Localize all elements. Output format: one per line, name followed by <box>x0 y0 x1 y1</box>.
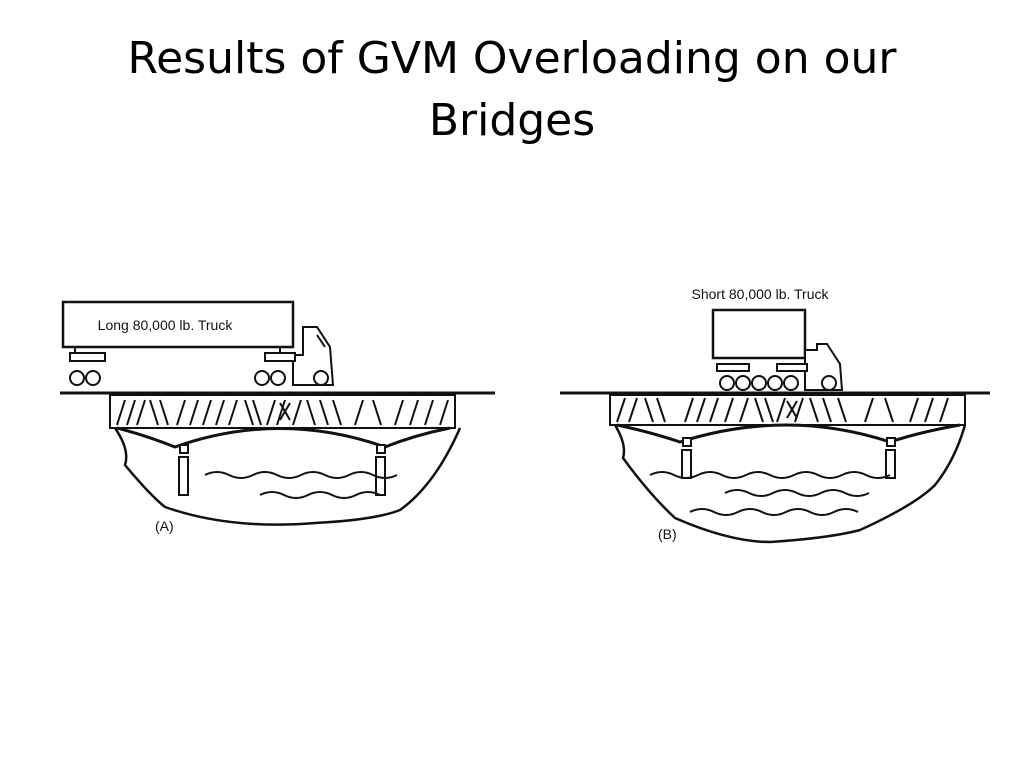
riverbank <box>613 424 967 544</box>
water <box>649 471 891 479</box>
truck-cab <box>804 343 844 391</box>
wheel <box>85 370 101 386</box>
water <box>204 471 398 479</box>
pier <box>682 437 692 447</box>
slide-title: Results of GVM Overloading on our Bridge… <box>60 28 964 152</box>
bridge-arch <box>616 423 961 444</box>
title-line-1: Results of GVM Overloading on our <box>127 33 897 84</box>
bridge-a-drawing: Long 80,000 lb. Truck (A) <box>60 300 495 534</box>
wheel <box>254 370 270 386</box>
title-line-2: Bridges <box>428 95 596 146</box>
wheel <box>783 375 799 391</box>
wheel <box>270 370 286 386</box>
caption-b: (B) <box>658 526 677 542</box>
wheel <box>69 370 85 386</box>
wheel <box>735 375 751 391</box>
wheel <box>313 370 329 386</box>
pier <box>178 456 189 496</box>
truss <box>109 394 456 429</box>
bridge-diagram-b: Short 80,000 lb. Truck (B) <box>555 280 1000 555</box>
pier <box>376 444 386 454</box>
caption-a: (A) <box>155 518 174 534</box>
truss <box>609 394 966 426</box>
pier <box>681 449 692 479</box>
short-truck-label: Short 80,000 lb. Truck <box>692 286 830 302</box>
water <box>724 489 870 497</box>
wheel <box>821 375 837 391</box>
long-truck-label: Long 80,000 lb. Truck <box>98 317 234 333</box>
wheel <box>751 375 767 391</box>
wheel <box>767 375 783 391</box>
water <box>689 508 859 516</box>
bridge-arch <box>116 426 451 449</box>
short-trailer-box <box>711 308 807 360</box>
pier <box>885 449 896 479</box>
pier <box>179 444 189 454</box>
bridge-diagram-a: Long 80,000 lb. Truck (A) <box>55 285 500 550</box>
bridge-b-drawing: Short 80,000 lb. Truck (B) <box>560 286 990 544</box>
long-trailer-box <box>61 300 295 349</box>
water <box>259 491 381 499</box>
pier <box>886 437 896 447</box>
riverbank <box>113 427 462 526</box>
wheel <box>719 375 735 391</box>
